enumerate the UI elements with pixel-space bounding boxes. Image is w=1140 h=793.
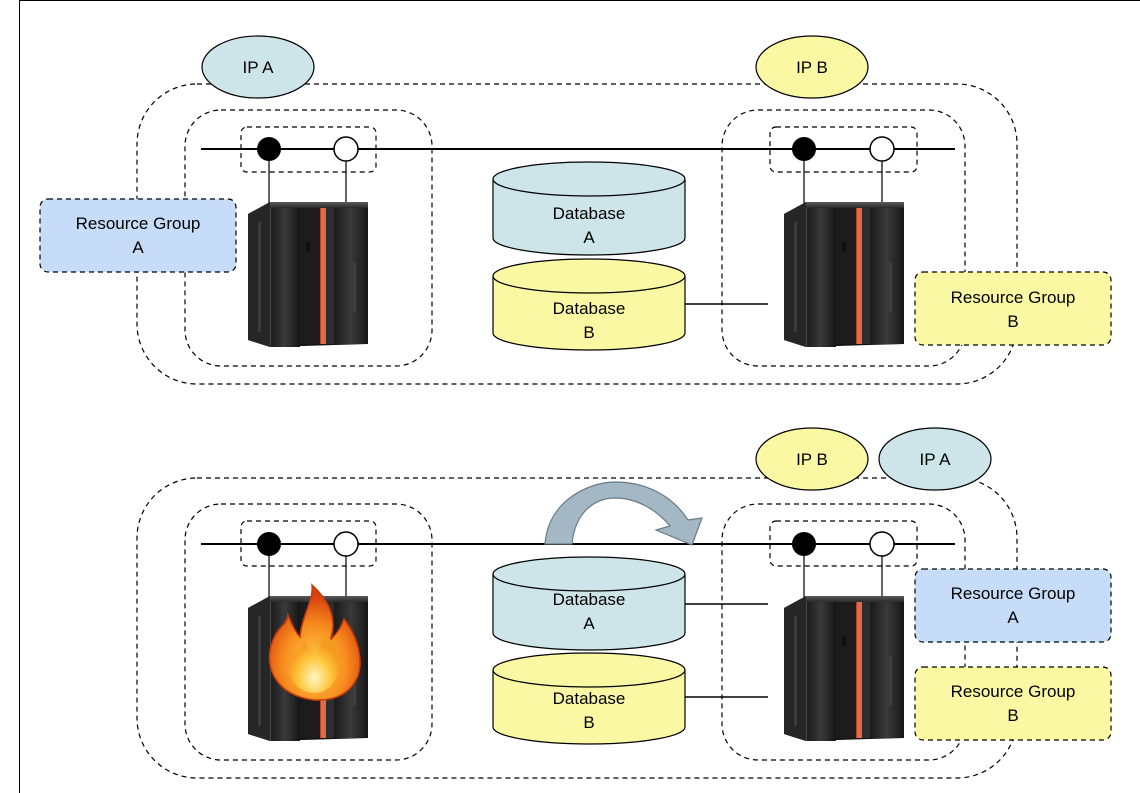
adapter-group-b xyxy=(769,520,918,567)
server-a-icon xyxy=(248,202,368,347)
ip-a-ellipse xyxy=(201,35,315,99)
resource-group-a-line2: A xyxy=(132,238,144,257)
ip-a-label: IP A xyxy=(243,58,275,77)
cluster-boundary xyxy=(136,477,1018,779)
resource-group-a-box xyxy=(39,198,237,273)
ip-b-ellipse xyxy=(755,427,869,491)
database-b-label-line1: Database xyxy=(553,299,626,318)
bottom-scenario: IP B IP A Database A Database B Resource… xyxy=(136,427,1112,779)
fire-icon xyxy=(268,583,361,701)
server-b-icon xyxy=(784,596,904,741)
resource-group-b-line1: Resource Group xyxy=(951,682,1076,701)
database-b-label-line1: Database xyxy=(553,689,626,708)
database-b-label-line2: B xyxy=(583,713,594,732)
database-a-label-line1: Database xyxy=(553,204,626,223)
resource-group-a-line1: Resource Group xyxy=(76,214,201,233)
resource-group-b-line2: B xyxy=(1007,312,1018,331)
database-a-label-line2: A xyxy=(583,228,595,247)
database-a-cylinder: Database A xyxy=(492,161,686,256)
resource-group-b-line2: B xyxy=(1007,706,1018,725)
ip-b-ellipse xyxy=(755,35,869,99)
database-a-cylinder: Database A xyxy=(492,556,686,651)
standby-adapter-icon xyxy=(333,531,359,557)
frame-left-border xyxy=(19,0,20,793)
standby-adapter-icon xyxy=(869,531,895,557)
resource-group-b-line1: Resource Group xyxy=(951,288,1076,307)
database-b-cylinder: Database B xyxy=(492,258,686,351)
server-b-icon xyxy=(784,202,904,347)
resource-group-a-line1: Resource Group xyxy=(951,584,1076,603)
standby-adapter-icon xyxy=(869,136,895,162)
adapter-group-b xyxy=(769,126,918,173)
ip-b-label: IP B xyxy=(796,450,828,469)
ip-a-ellipse xyxy=(878,427,992,491)
standby-adapter-icon xyxy=(333,136,359,162)
active-adapter-icon xyxy=(792,532,816,556)
database-a-label-line2: A xyxy=(583,614,595,633)
node-b-boundary xyxy=(721,109,966,367)
resource-group-b-box xyxy=(914,666,1112,741)
database-b-label-line2: B xyxy=(583,323,594,342)
active-adapter-icon xyxy=(792,137,816,161)
failover-arrow-icon xyxy=(544,481,703,546)
resource-group-b-box xyxy=(914,271,1112,346)
active-adapter-icon xyxy=(257,532,281,556)
resource-group-a-line2: A xyxy=(1007,608,1019,627)
ip-a-label: IP A xyxy=(920,450,952,469)
frame-top-border xyxy=(19,0,1140,1)
top-scenario: IP A IP B Database A Database B Resource… xyxy=(39,35,1112,385)
ip-b-label: IP B xyxy=(796,58,828,77)
resource-group-a-box xyxy=(914,568,1112,643)
database-b-cylinder: Database B xyxy=(492,652,686,745)
active-adapter-icon xyxy=(257,137,281,161)
node-a-boundary xyxy=(184,503,433,761)
database-a-label-line1: Database xyxy=(553,590,626,609)
